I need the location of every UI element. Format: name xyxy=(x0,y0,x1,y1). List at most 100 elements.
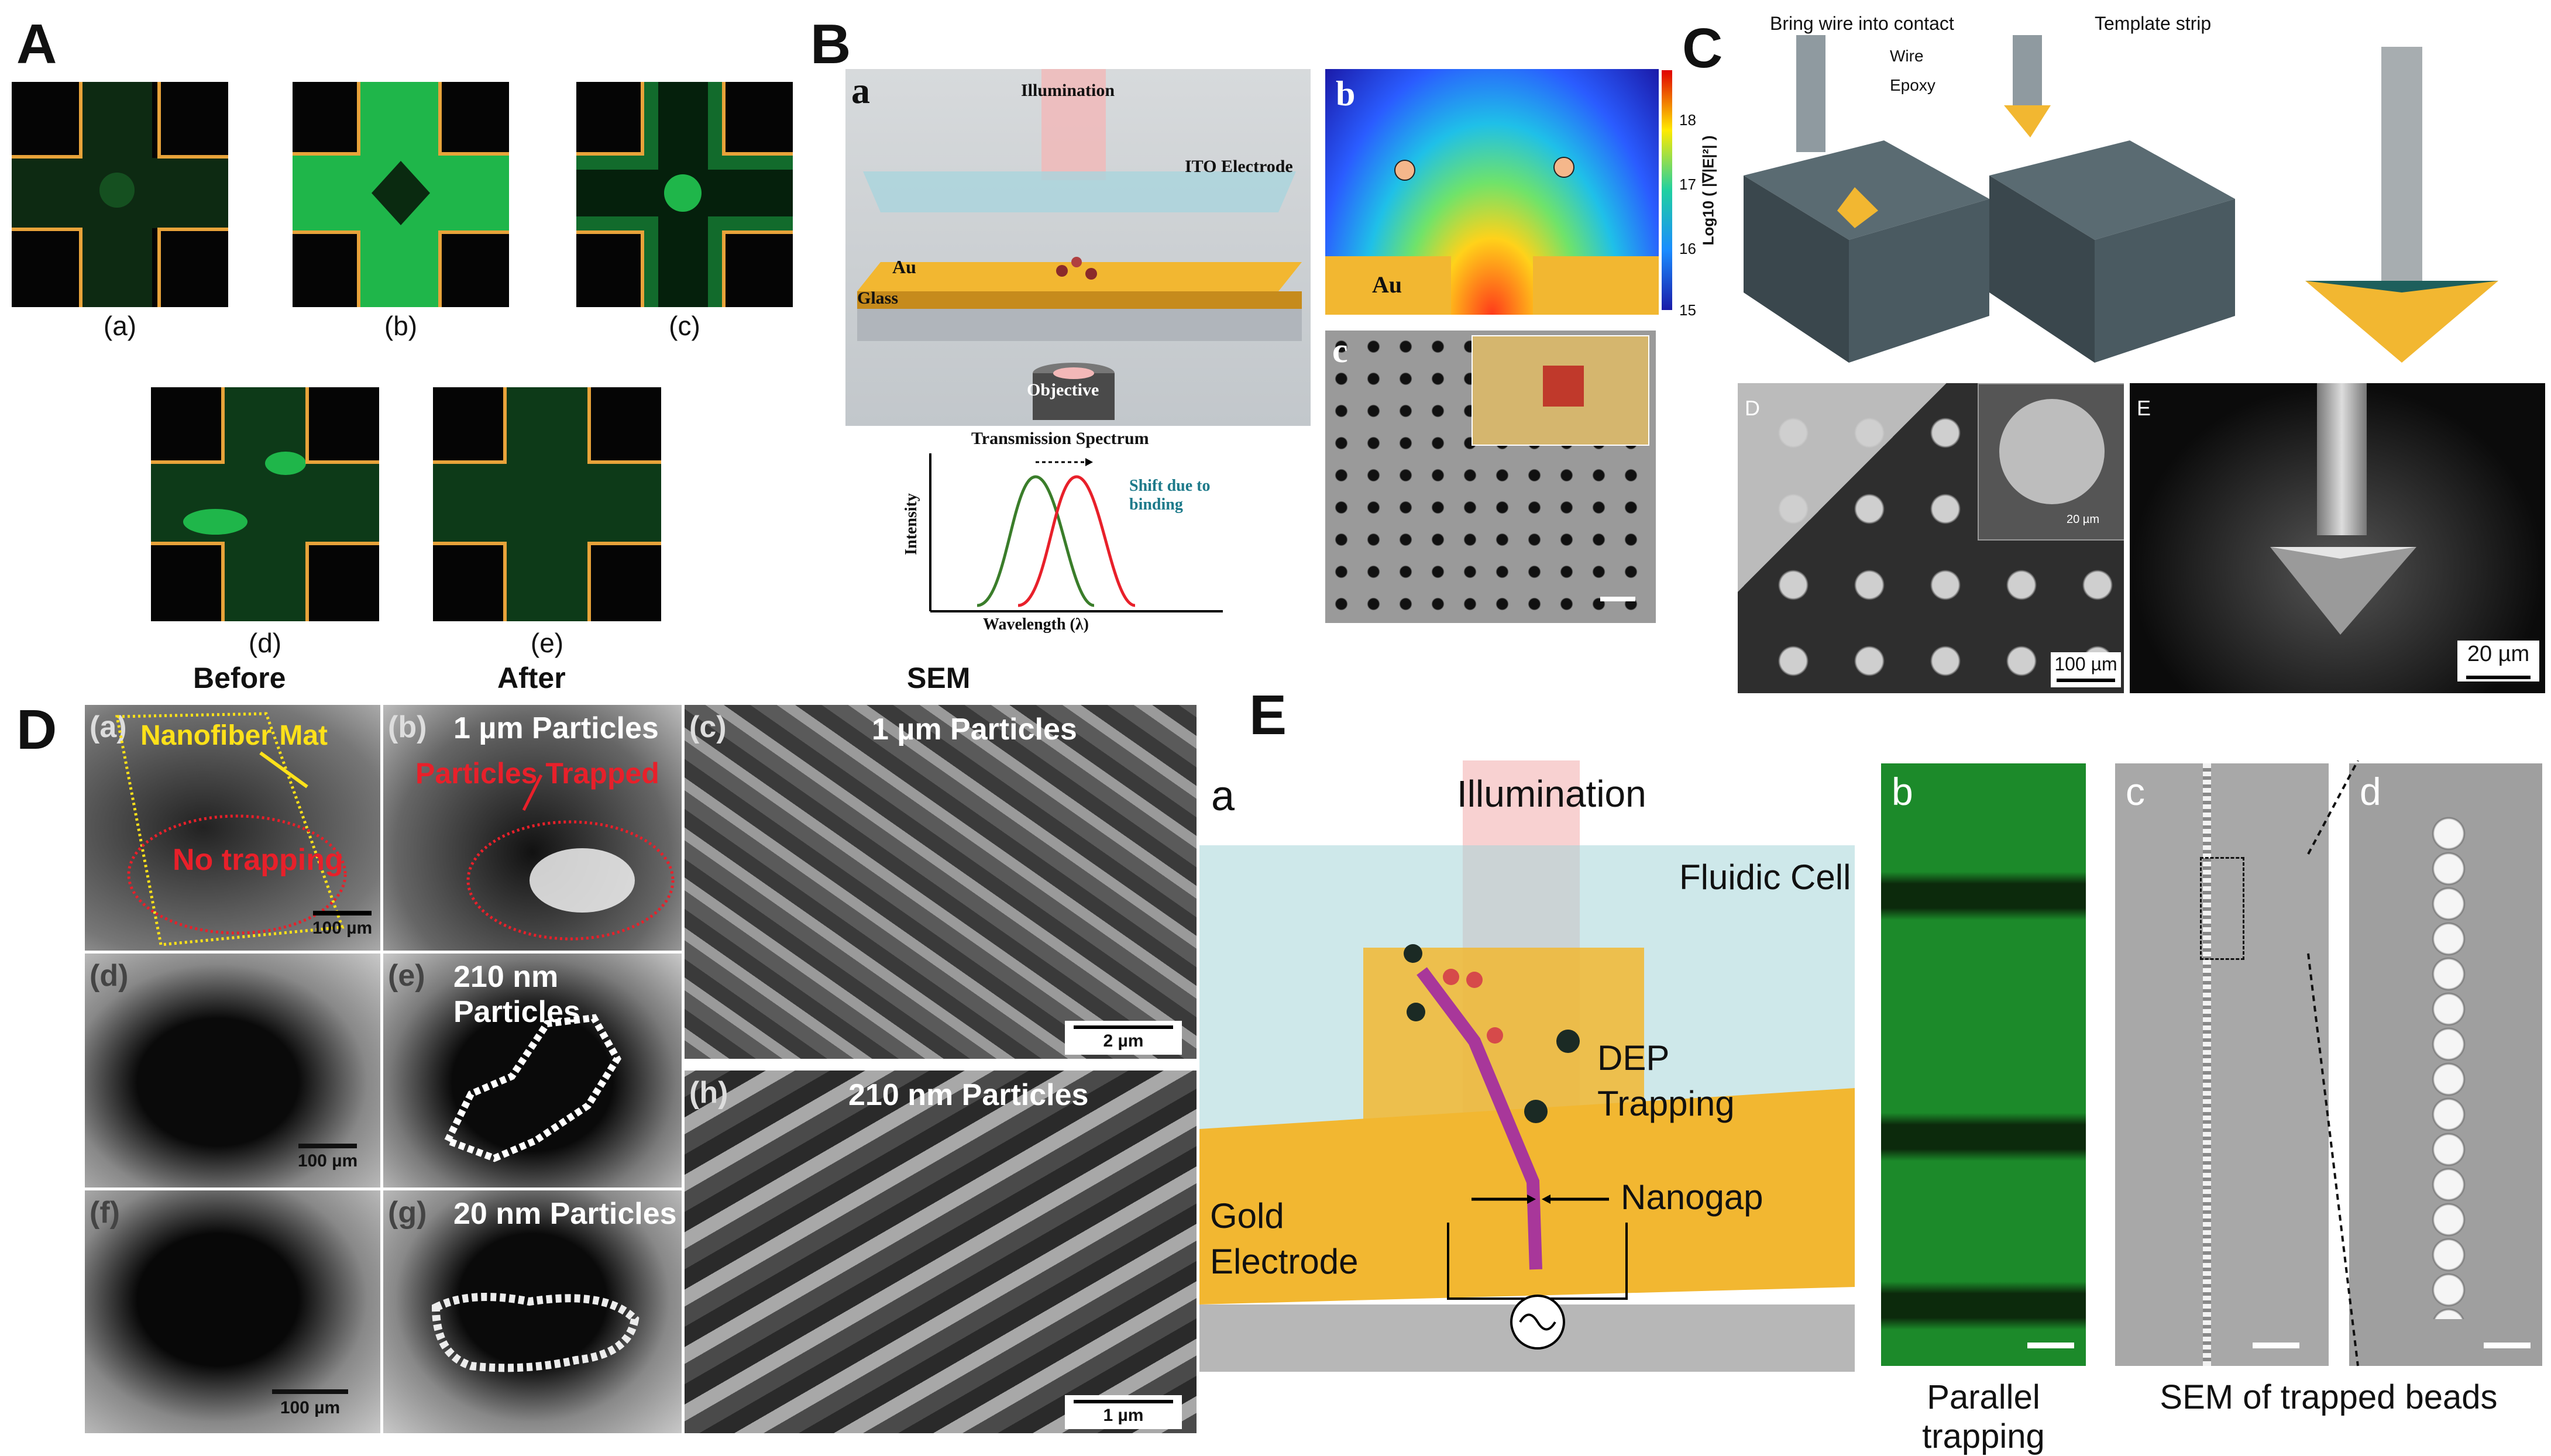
micrograph-a-a xyxy=(12,82,228,307)
scale-a-bar xyxy=(313,911,372,915)
d-g-tag: (g) xyxy=(388,1196,427,1230)
electrode-cross-after xyxy=(433,387,661,621)
scale-e xyxy=(2457,641,2539,681)
field-au-label: Au xyxy=(1372,271,1402,298)
scale-f-label: 100 µm xyxy=(280,1398,341,1417)
colorbar-tick-16: 16 xyxy=(1679,240,1696,257)
caption-a-b: (b) xyxy=(384,311,418,341)
scale-h-label: 1 µm xyxy=(1103,1406,1144,1425)
scale-b xyxy=(2027,1343,2074,1348)
panel-e-label: E xyxy=(1249,684,1287,746)
sem-beads-zoom: d xyxy=(2349,763,2542,1366)
trapped-region xyxy=(466,774,675,941)
ito-label: ITO Electrode xyxy=(1185,157,1293,176)
particle-left xyxy=(1394,160,1415,181)
d-d-tag: (d) xyxy=(90,959,129,993)
bead-chain xyxy=(2203,763,2211,1366)
nanofiber-label: Nanofiber Mat xyxy=(140,720,328,751)
zoom-connector xyxy=(2307,760,2359,1366)
caption-a-a: (a) xyxy=(103,311,137,341)
particle-outline-e xyxy=(442,1014,621,1162)
transmission-spectrum xyxy=(929,453,1223,612)
sub-a-label: a xyxy=(851,70,870,111)
nanogap-schematic: a Illumination Fluidic Cell DEP Trapping… xyxy=(1199,760,1855,1372)
spectrum-title: Transmission Spectrum xyxy=(971,429,1149,448)
au-label: Au xyxy=(892,256,916,277)
dep-setup xyxy=(1199,760,1855,1372)
particle-right xyxy=(1553,157,1574,178)
objective-label: Objective xyxy=(1027,380,1099,400)
pyramid-array-sem: D 20 µm 100 µm xyxy=(1738,383,2124,693)
sub-e-label: E xyxy=(2137,396,2151,420)
d-f-tag: (f) xyxy=(90,1196,120,1230)
sub-c-label: c xyxy=(1332,331,1348,370)
setup-schematic: a Illumination ITO Electrode Au Glass Ob… xyxy=(845,69,1311,426)
d-d-image: (d) 100 µm xyxy=(85,954,380,1187)
e-sub-d: d xyxy=(2360,770,2381,813)
illumination-label: Illumination xyxy=(1021,81,1115,100)
d-c-tag: (c) xyxy=(689,710,727,744)
dep-trapping: DEP Trapping xyxy=(1597,1038,1735,1123)
micrograph-a-e xyxy=(433,387,661,621)
d-c-title: 1 µm Particles xyxy=(872,712,1077,746)
d-c-sem: (c) 1 µm Particles 2 µm xyxy=(685,705,1197,1059)
scale-c-e xyxy=(2253,1343,2299,1348)
panel-c-label: C xyxy=(1682,17,1723,80)
d-a-image: (a) Nanofiber Mat No trapping 100 µm xyxy=(85,705,380,951)
caption-a-d: (d) xyxy=(248,628,282,658)
fluidic-cell: Fluidic Cell xyxy=(1679,858,1851,897)
d-f-image: (f) 100 µm xyxy=(85,1190,380,1433)
electrode-cross-filled xyxy=(293,82,509,307)
sem-caption: SEM of trapped beads xyxy=(2160,1378,2498,1416)
sub-d-label: D xyxy=(1745,396,1760,420)
d-h-tag: (h) xyxy=(689,1076,728,1110)
col-sem: SEM xyxy=(907,662,971,694)
scale-f-bar xyxy=(272,1389,348,1394)
particles-trapped-label: Particles Trapped xyxy=(415,757,659,790)
colorbar-tick-18: 18 xyxy=(1679,111,1696,129)
colorbar-tick-17: 17 xyxy=(1679,175,1696,193)
parallel-caption: Parallel trapping xyxy=(1922,1378,2045,1455)
scale-c-label: 2 µm xyxy=(1103,1031,1144,1051)
electrode-cross xyxy=(12,82,228,307)
d-b-title: 1 µm Particles xyxy=(453,711,659,745)
scale-a-label: 100 µm xyxy=(312,918,373,938)
d-h-title: 210 nm Particles xyxy=(848,1078,1089,1112)
colorbar xyxy=(1662,70,1672,310)
scale-bar-c xyxy=(1600,597,1635,601)
shift-label: Shift due to binding xyxy=(1129,477,1211,514)
bead-column xyxy=(2431,816,2466,1319)
electrode-cross-partial xyxy=(576,82,793,307)
scale-h-bar xyxy=(1074,1400,1173,1403)
nanogap-label: Nanogap xyxy=(1621,1178,1763,1217)
zoom-box xyxy=(2200,857,2244,960)
intensity-label: Intensity xyxy=(902,493,920,555)
parallel-trapping-image: b xyxy=(1881,763,2086,1366)
pyramid-inset: 20 µm xyxy=(1978,383,2124,541)
plasmonic-setup xyxy=(857,69,1302,420)
sub-b-label: b xyxy=(1336,74,1356,113)
scale-d-label: 100 µm xyxy=(297,1151,358,1171)
caption-a-c: (c) xyxy=(669,311,700,341)
d-g-image: (g) 20 nm Particles xyxy=(383,1190,682,1433)
chip-inset xyxy=(1472,335,1649,446)
electrode-cross-before xyxy=(151,387,379,621)
glass-label: Glass xyxy=(857,288,899,308)
tip-pyramid xyxy=(2270,547,2416,635)
step1-label: Bring wire into contact xyxy=(1770,13,1954,34)
sem-beads-overview: c xyxy=(2115,763,2329,1366)
d-e-title: 210 nm Particles xyxy=(453,960,580,1029)
d-e-image: (e) 210 nm Particles xyxy=(383,954,682,1187)
au-block-right xyxy=(1533,256,1659,315)
d-b-tag: (b) xyxy=(388,710,427,744)
caption-a-e: (e) xyxy=(530,628,564,658)
template-strip-schematic xyxy=(1744,35,2498,363)
d-g-title: 20 nm Particles xyxy=(453,1197,677,1231)
wavelength-label: Wavelength (λ) xyxy=(983,615,1089,634)
micrograph-a-b xyxy=(293,82,509,307)
scale-d-label: 100 µm xyxy=(2054,653,2117,674)
gold-electrode: Gold Electrode xyxy=(1210,1196,1359,1281)
particle-outline-g xyxy=(431,1293,640,1372)
scale-d-e xyxy=(2484,1343,2531,1348)
panel-d-label: D xyxy=(16,698,57,761)
